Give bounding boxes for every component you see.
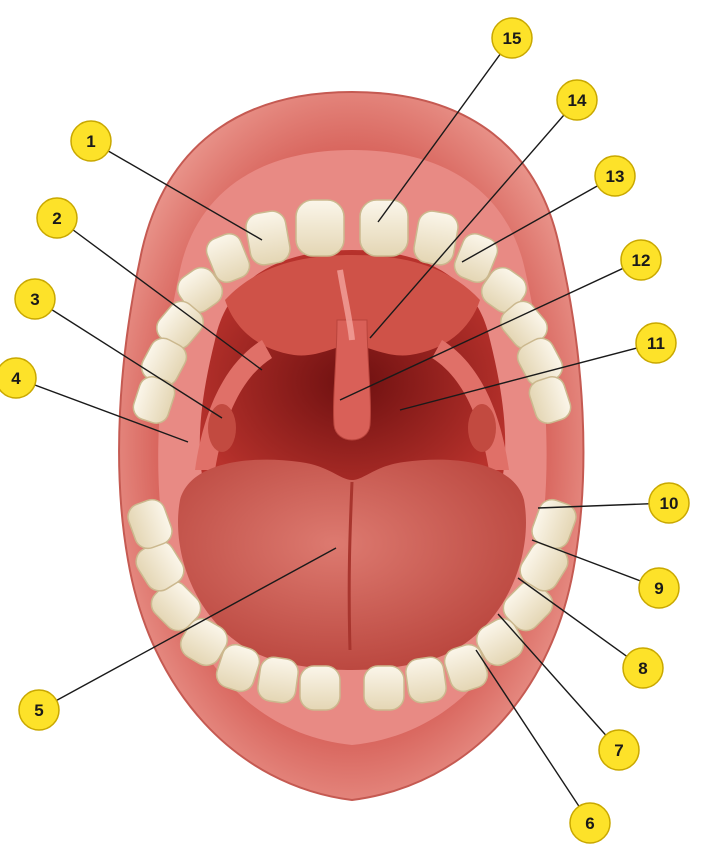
- lower-tooth: [215, 643, 261, 693]
- callout-number-6: 6: [585, 814, 594, 833]
- leader-line-14: [369, 99, 578, 339]
- tongue-median-sulcus: [347, 481, 354, 651]
- callout-badge-8: [622, 647, 664, 689]
- uvula: [333, 319, 371, 441]
- callout-badge-2: [36, 197, 78, 239]
- callout-number-12: 12: [632, 251, 651, 270]
- callout-badge-13: [594, 155, 636, 197]
- callout-badge-5: [18, 689, 60, 731]
- leader-line-11: [399, 342, 657, 411]
- callout-badge-9: [638, 567, 680, 609]
- lower-tooth: [363, 665, 405, 711]
- palatine-raphe: [337, 269, 355, 341]
- lower-tooth: [299, 665, 341, 711]
- leader-line-8: [517, 577, 644, 669]
- soft-palate: [225, 255, 480, 356]
- tonsil-right: [468, 404, 496, 452]
- leader-line-13: [461, 175, 616, 263]
- upper-tooth: [295, 199, 345, 257]
- callout-badge-3: [14, 278, 56, 320]
- callout-number-11: 11: [647, 334, 665, 353]
- tongue: [178, 459, 526, 670]
- callout-number-14: 14: [568, 91, 587, 110]
- callout-badge-15: [491, 17, 533, 59]
- callout-badge-1: [70, 120, 112, 162]
- lower-tooth: [257, 656, 299, 704]
- callout-number-13: 13: [606, 167, 625, 186]
- leader-line-12: [339, 259, 642, 401]
- callout-badge-6: [569, 802, 611, 844]
- leader-line-15: [377, 37, 513, 223]
- tonsil-left: [208, 404, 236, 452]
- upper-teeth: [132, 199, 572, 424]
- leader-line-7: [497, 613, 620, 751]
- leader-line-1: [90, 140, 263, 241]
- callout-badge-14: [556, 79, 598, 121]
- leader-line-3: [34, 298, 223, 419]
- lower-tooth: [405, 656, 447, 704]
- lower-tooth: [127, 498, 173, 550]
- upper-tooth: [359, 199, 409, 257]
- upper-tooth: [245, 210, 291, 266]
- callout-number-2: 2: [52, 209, 61, 228]
- upper-tooth: [205, 232, 251, 284]
- leader-line-6: [475, 649, 591, 824]
- callout-badge-12: [620, 239, 662, 281]
- upper-tooth: [413, 210, 459, 266]
- callout-number-3: 3: [30, 290, 39, 309]
- leader-line-9: [531, 539, 660, 589]
- upper-tooth: [528, 376, 572, 424]
- leader-line-4: [15, 377, 189, 443]
- upper-tooth: [453, 232, 499, 284]
- callout-number-7: 7: [614, 741, 623, 760]
- callout-badge-11: [635, 322, 677, 364]
- leader-line-2: [56, 217, 263, 371]
- callout-number-8: 8: [638, 659, 647, 678]
- callout-badge-4: [0, 357, 37, 399]
- leader-line-10: [537, 502, 670, 509]
- callout-number-5: 5: [34, 701, 43, 720]
- callout-badge-7: [598, 729, 640, 771]
- callout-badge-10: [648, 482, 690, 524]
- callout-number-15: 15: [503, 29, 522, 48]
- callout-number-9: 9: [654, 579, 663, 598]
- callout-number-1: 1: [86, 132, 95, 151]
- leader-line-5: [38, 547, 337, 711]
- callout-number-4: 4: [11, 369, 21, 388]
- callout-number-10: 10: [660, 494, 679, 513]
- lower-tooth: [179, 617, 229, 667]
- leader-lines: [15, 37, 670, 824]
